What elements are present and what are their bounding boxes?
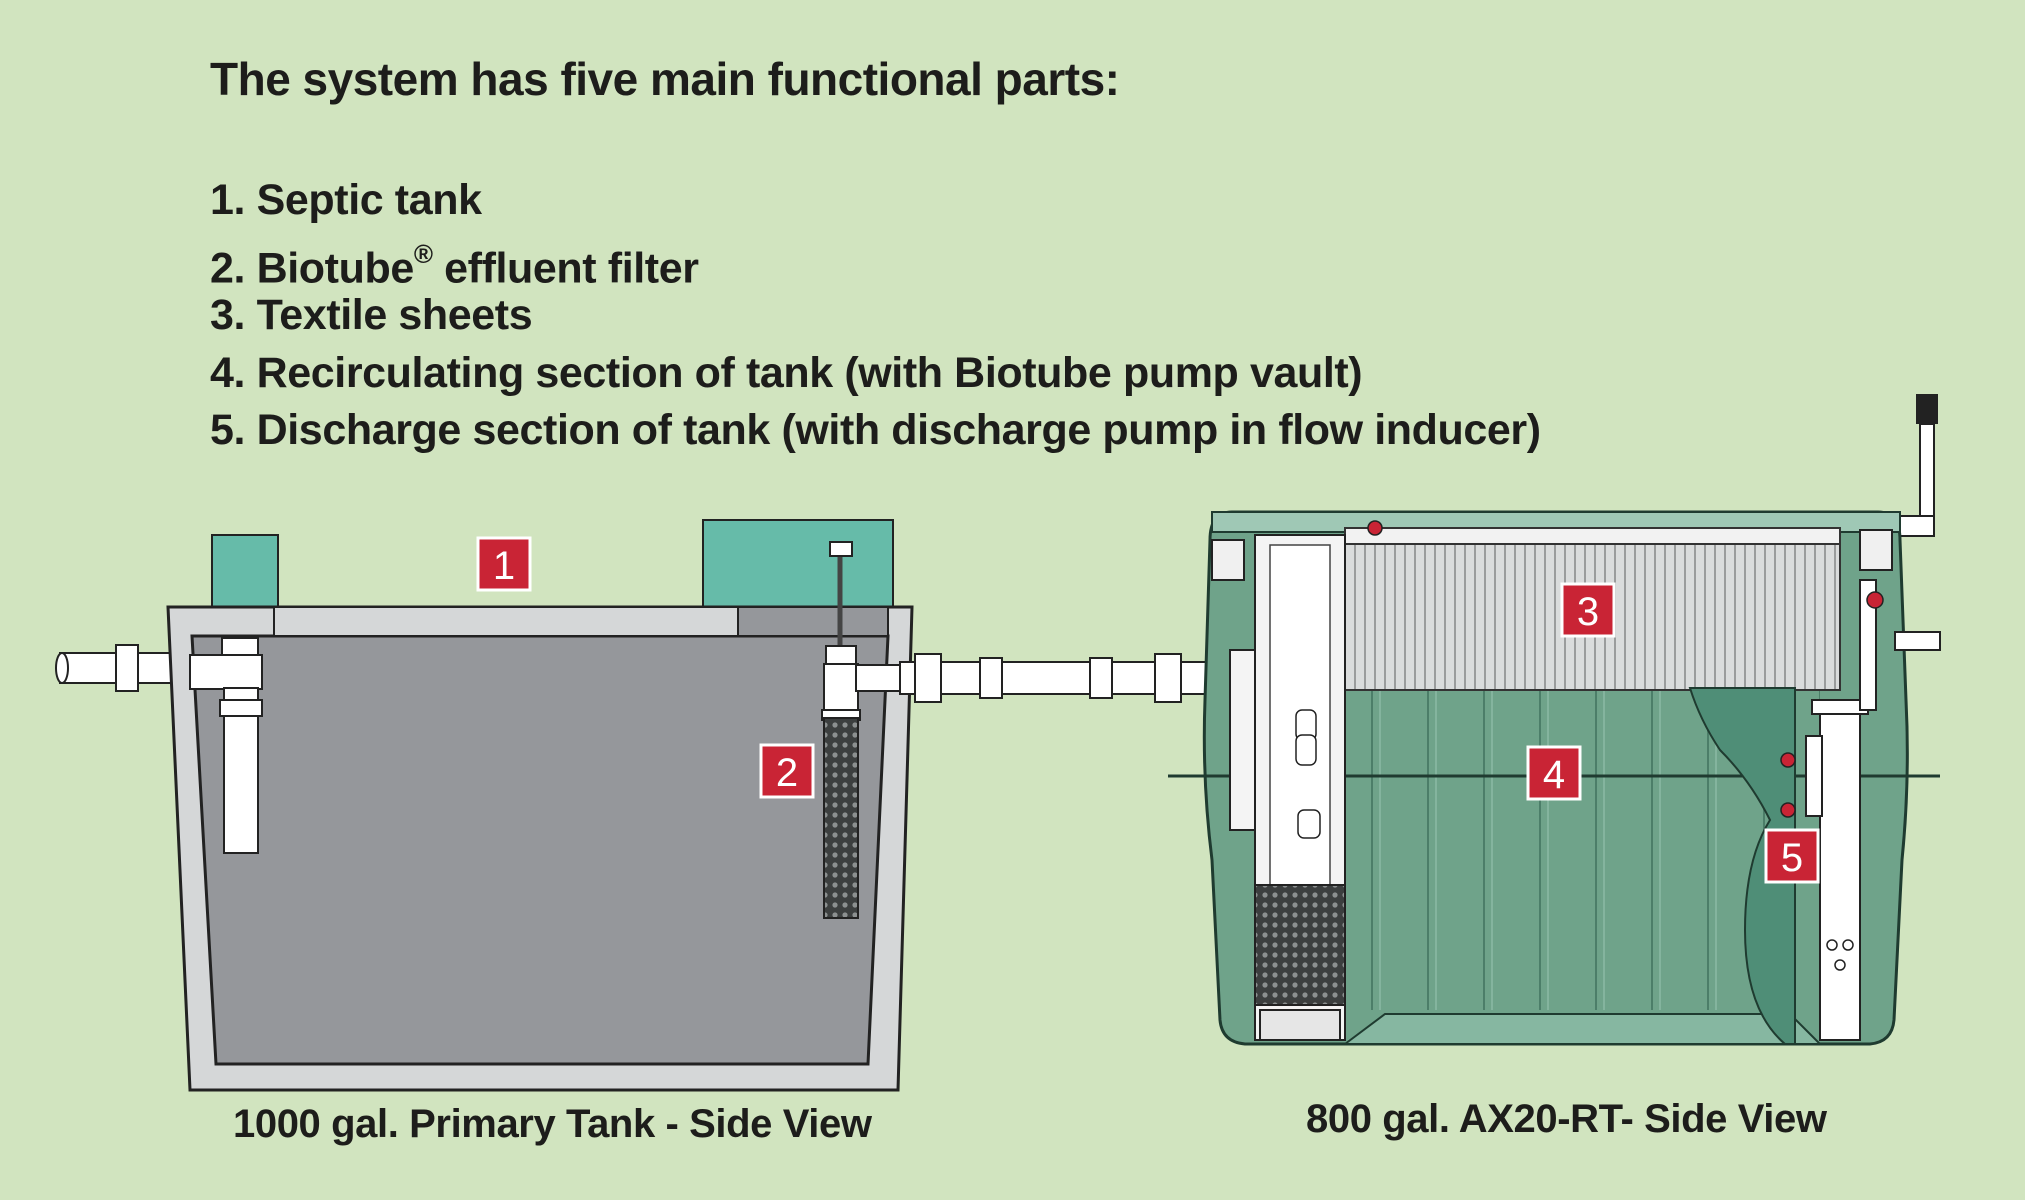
callout-2: 2 bbox=[759, 743, 815, 799]
callout-number: 4 bbox=[1543, 753, 1565, 797]
callout-number: 1 bbox=[493, 544, 515, 588]
outlet-pipe bbox=[1894, 631, 1941, 651]
flow-inducer bbox=[1688, 687, 1796, 1045]
biotube-pump-vault bbox=[1229, 534, 1346, 1041]
part-item-2: 2. Biotube® effluent filter bbox=[210, 230, 1541, 292]
parts-list: 1. Septic tank 2. Biotube® effluent filt… bbox=[210, 172, 1541, 460]
part-item-3: 3. Textile sheets bbox=[210, 287, 1541, 345]
part-number: 3. bbox=[210, 291, 246, 339]
callout-number: 5 bbox=[1781, 836, 1803, 880]
part-number: 4. bbox=[210, 348, 246, 397]
biotube-filter bbox=[821, 541, 861, 919]
part-item-4: 4. Recirculating section of tank (with B… bbox=[210, 345, 1541, 403]
part-text-suffix: effluent filter bbox=[432, 243, 699, 292]
tank-interior bbox=[190, 634, 890, 1066]
part-text: Recirculating section of tank (with Biot… bbox=[256, 348, 1363, 397]
callout-1: 1 bbox=[476, 536, 532, 592]
part-number: 1. bbox=[210, 176, 246, 224]
page-heading: The system has five main functional part… bbox=[210, 53, 1120, 105]
part-number: 5. bbox=[210, 406, 246, 454]
callout-number: 2 bbox=[776, 751, 798, 795]
callout-3: 3 bbox=[1560, 582, 1616, 638]
callout-5: 5 bbox=[1764, 828, 1820, 884]
outlet-riser bbox=[702, 519, 894, 609]
inlet-tee bbox=[189, 637, 263, 854]
callout-4: 4 bbox=[1526, 745, 1582, 801]
part-text: Textile sheets bbox=[256, 291, 533, 339]
registered-mark: ® bbox=[413, 238, 433, 269]
ax20-tank-caption: 800 gal. AX20-RT- Side View bbox=[1306, 1097, 1827, 1141]
part-item-1: 1. Septic tank bbox=[210, 172, 1541, 230]
primary-tank bbox=[55, 519, 914, 1092]
part-text: Discharge section of tank (with discharg… bbox=[256, 406, 1541, 454]
discharge-pump bbox=[1780, 579, 1877, 1041]
inlet-riser bbox=[211, 534, 279, 608]
part-item-5: 5. Discharge section of tank (with disch… bbox=[210, 402, 1541, 460]
part-number: 2. bbox=[210, 243, 246, 292]
connecting-pipe bbox=[899, 653, 1221, 703]
spray-manifold bbox=[1344, 527, 1841, 545]
callout-number: 3 bbox=[1577, 590, 1599, 634]
ax20-tank bbox=[1168, 394, 1941, 1046]
part-text: Septic tank bbox=[256, 176, 482, 224]
part-text: Biotube bbox=[256, 243, 415, 292]
primary-tank-caption: 1000 gal. Primary Tank - Side View bbox=[233, 1102, 872, 1146]
